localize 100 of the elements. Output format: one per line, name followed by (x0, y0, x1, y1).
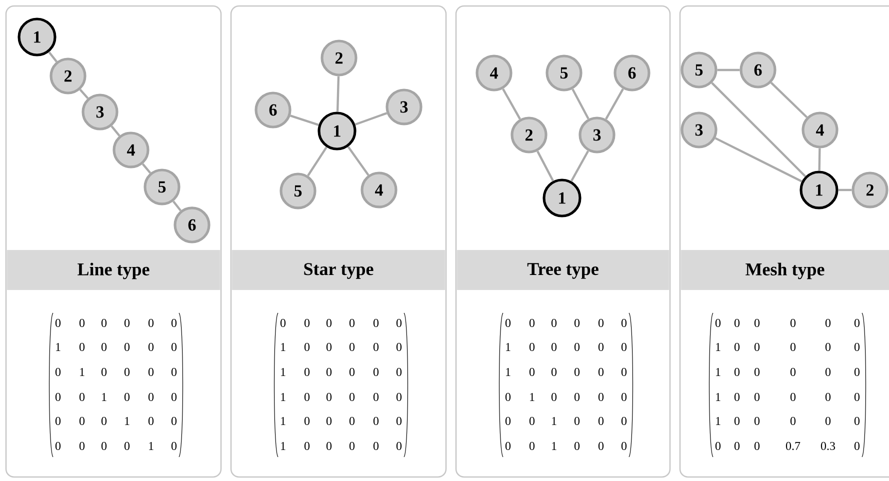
matrix-entry: 1 (125, 417, 130, 425)
connector-line (79, 88, 89, 100)
title-band: Mesh type (681, 250, 889, 290)
matrix-entry: 0 (715, 318, 721, 328)
matrix-entry: 0 (79, 442, 85, 450)
matrix-entry: 1 (281, 393, 286, 401)
matrix-entry: 0 (790, 392, 796, 402)
connector-line (142, 163, 152, 174)
connector-line (336, 76, 340, 112)
matrix-entry: 0 (373, 318, 379, 328)
matrix-entry: 0 (551, 342, 557, 352)
matrix-entry: 0 (171, 416, 177, 426)
matrix-entry: 0 (326, 368, 332, 376)
matrix-entry: 0 (373, 416, 379, 426)
matrix-entry: 0 (790, 318, 796, 328)
matrix-entry: 1 (281, 343, 286, 351)
matrix-entry: 0 (505, 318, 511, 328)
matrix-entry: 1 (716, 368, 720, 376)
connector-line (354, 112, 388, 126)
matrix-entry: 0 (396, 416, 402, 426)
matrix-entry: 0 (171, 318, 177, 328)
matrix-entry: 0 (505, 416, 511, 426)
matrix-entry: 1 (506, 343, 510, 351)
matrix-entry: 0 (825, 342, 831, 352)
matrix-entry: 1 (56, 343, 60, 351)
matrix-entry: 0 (551, 368, 557, 376)
matrix-entry: 0 (349, 416, 355, 426)
matrix-entry: 0 (621, 392, 627, 402)
matrix-entry: 0 (101, 368, 107, 376)
matrix-entry: 0 (349, 318, 355, 328)
matrix-entry: 0 (621, 318, 627, 328)
matrix-entry: 0 (754, 392, 760, 402)
matrix-entry: 0 (101, 416, 107, 426)
matrix-entry: 0 (505, 392, 511, 402)
matrix-entry: 0 (79, 416, 85, 426)
matrix-entry: 0 (825, 318, 831, 328)
matrix-entry: 0 (373, 342, 379, 352)
matrix-entry: 0 (79, 318, 85, 328)
connector-line (290, 114, 320, 126)
matrix-entry: 0 (825, 392, 831, 402)
matrix-entry: 0 (304, 416, 310, 426)
matrix-entry: 0 (55, 318, 61, 328)
matrix-entry: 0 (825, 368, 831, 376)
matrix-entry: 0 (171, 392, 177, 402)
matrix-entry: 0 (754, 318, 760, 328)
matrix-entry: 0 (326, 342, 332, 352)
matrix-entry: 1 (281, 442, 286, 450)
matrix-entry: 0 (598, 442, 604, 450)
matrix-entry: 0 (754, 368, 760, 376)
connector-line (570, 150, 590, 182)
matrix-entry: 0 (349, 442, 355, 450)
connector-line (770, 82, 808, 118)
matrix-entry: 0 (373, 368, 379, 376)
title-band: Line type (7, 250, 220, 290)
matrix-entry: 0 (574, 392, 580, 402)
matrix-entry: 0 (373, 442, 379, 450)
matrix-entry: 0 (326, 318, 332, 328)
matrix-entry: 0 (574, 318, 580, 328)
matrix-entry: 0 (551, 392, 557, 402)
matrix-entry: 0 (734, 416, 740, 426)
matrix-entry: 0 (55, 416, 61, 426)
matrix-entry: 0 (734, 342, 740, 352)
matrix-entry: 1 (80, 368, 84, 376)
matrix-entry: 0 (124, 342, 130, 352)
matrix-entry: 0 (55, 392, 61, 402)
matrix-entry: 0 (304, 318, 310, 328)
matrix-entry: 0.7 (786, 442, 800, 450)
title-band: Star type (232, 250, 445, 290)
matrix-entry: 0 (124, 318, 130, 328)
matrix-entry: 1 (281, 417, 286, 425)
matrix-entry: 0 (734, 392, 740, 402)
matrix-entry: 0 (505, 442, 511, 450)
matrix-entry: 1 (716, 393, 720, 401)
matrix-entry: 0 (529, 442, 535, 450)
matrix-entry: 0 (529, 416, 535, 426)
matrix-entry: 0 (396, 368, 402, 376)
matrix-entry: 0 (598, 416, 604, 426)
matrix-entry: 0 (79, 342, 85, 352)
matrix-entry: 0 (854, 318, 860, 328)
matrix-entry: 0 (854, 416, 860, 426)
matrix-entry: 0 (715, 442, 721, 450)
matrix-entry: 0 (349, 368, 355, 376)
connector-line (605, 88, 624, 120)
matrix-entry: 1 (716, 417, 720, 425)
matrix-entry: 0 (854, 342, 860, 352)
matrix-entry: 0 (754, 342, 760, 352)
matrix-entry: 0 (734, 442, 740, 450)
matrix-entry: 0 (148, 392, 154, 402)
matrix-entry: 0 (529, 342, 535, 352)
matrix-entry: 1 (506, 368, 510, 376)
connector-line (502, 88, 521, 120)
matrix-entry: 0 (304, 442, 310, 450)
matrix-entry: 0 (373, 392, 379, 402)
matrix-entry: 0 (574, 442, 580, 450)
matrix-entry: 0 (754, 442, 760, 450)
matrix-entry: 0 (621, 416, 627, 426)
matrix-entry: 0.3 (820, 442, 836, 450)
matrix-entry: 0 (304, 342, 310, 352)
connector-line (172, 200, 182, 212)
matrix-entry: 0 (55, 442, 61, 450)
